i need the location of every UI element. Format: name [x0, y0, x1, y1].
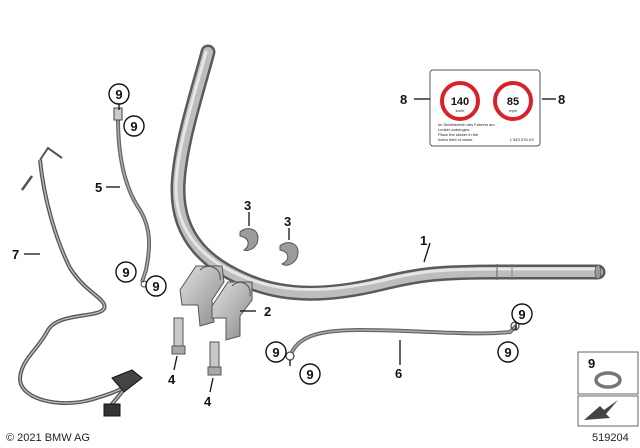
callout-9: 9: [152, 279, 159, 294]
sticker-part-number: 1 543 078.XX: [510, 137, 535, 142]
sticker-speed-left: 140: [451, 96, 469, 108]
handlebar: [170, 44, 606, 301]
legend-number: 9: [588, 356, 595, 371]
callout-1: 1: [420, 233, 427, 248]
sticker-speed-right: 85: [507, 96, 519, 108]
circled-callouts: 9 9 9 9 9 9 9 9: [108, 83, 533, 385]
sticker-text-line: Place the sticker in the: [438, 132, 479, 137]
legend-box: 9: [577, 351, 639, 427]
bolt: [171, 317, 222, 376]
copyright: © 2021 BMW AG: [6, 432, 90, 444]
sticker-text-line: Im Sichtbereich des Fahrers am: [438, 122, 495, 127]
callout-9: 9: [122, 265, 129, 280]
callout-9: 9: [306, 367, 313, 382]
callout-2: 2: [264, 304, 271, 319]
rubber-insert: [239, 228, 299, 266]
callout-4: 4: [204, 394, 212, 409]
leader-lines: [24, 98, 556, 393]
sticker-text-line: Lenker anbringen.: [438, 127, 470, 132]
callout-3: 3: [284, 214, 291, 229]
callout-6: 6: [395, 366, 402, 381]
cable: [17, 146, 143, 417]
brake-line-right: [285, 321, 520, 361]
sticker-text-line: riders field of vision.: [438, 137, 473, 142]
callouts: 1 2 3 3 4 4 5 6 7 8 8: [12, 92, 565, 409]
callout-9: 9: [504, 345, 511, 360]
sticker-speed-left-unit: km/h: [456, 108, 465, 113]
callout-8: 8: [558, 92, 565, 107]
callout-7: 7: [12, 247, 19, 262]
brake-line: [113, 107, 152, 288]
callout-8: 8: [400, 92, 407, 107]
callout-3: 3: [244, 198, 251, 213]
handlebar-clamp: [179, 265, 253, 341]
callout-4: 4: [168, 372, 176, 387]
callout-9: 9: [115, 87, 122, 102]
callout-9: 9: [518, 307, 525, 322]
callout-5: 5: [95, 180, 102, 195]
callout-9: 9: [272, 345, 279, 360]
diagram-id: 519204: [592, 432, 629, 444]
warning-sticker: 140 km/h 85 mph Im Sichtbereich des Fahr…: [429, 69, 541, 147]
sticker-speed-right-unit: mph: [509, 108, 517, 113]
callout-9: 9: [130, 119, 137, 134]
